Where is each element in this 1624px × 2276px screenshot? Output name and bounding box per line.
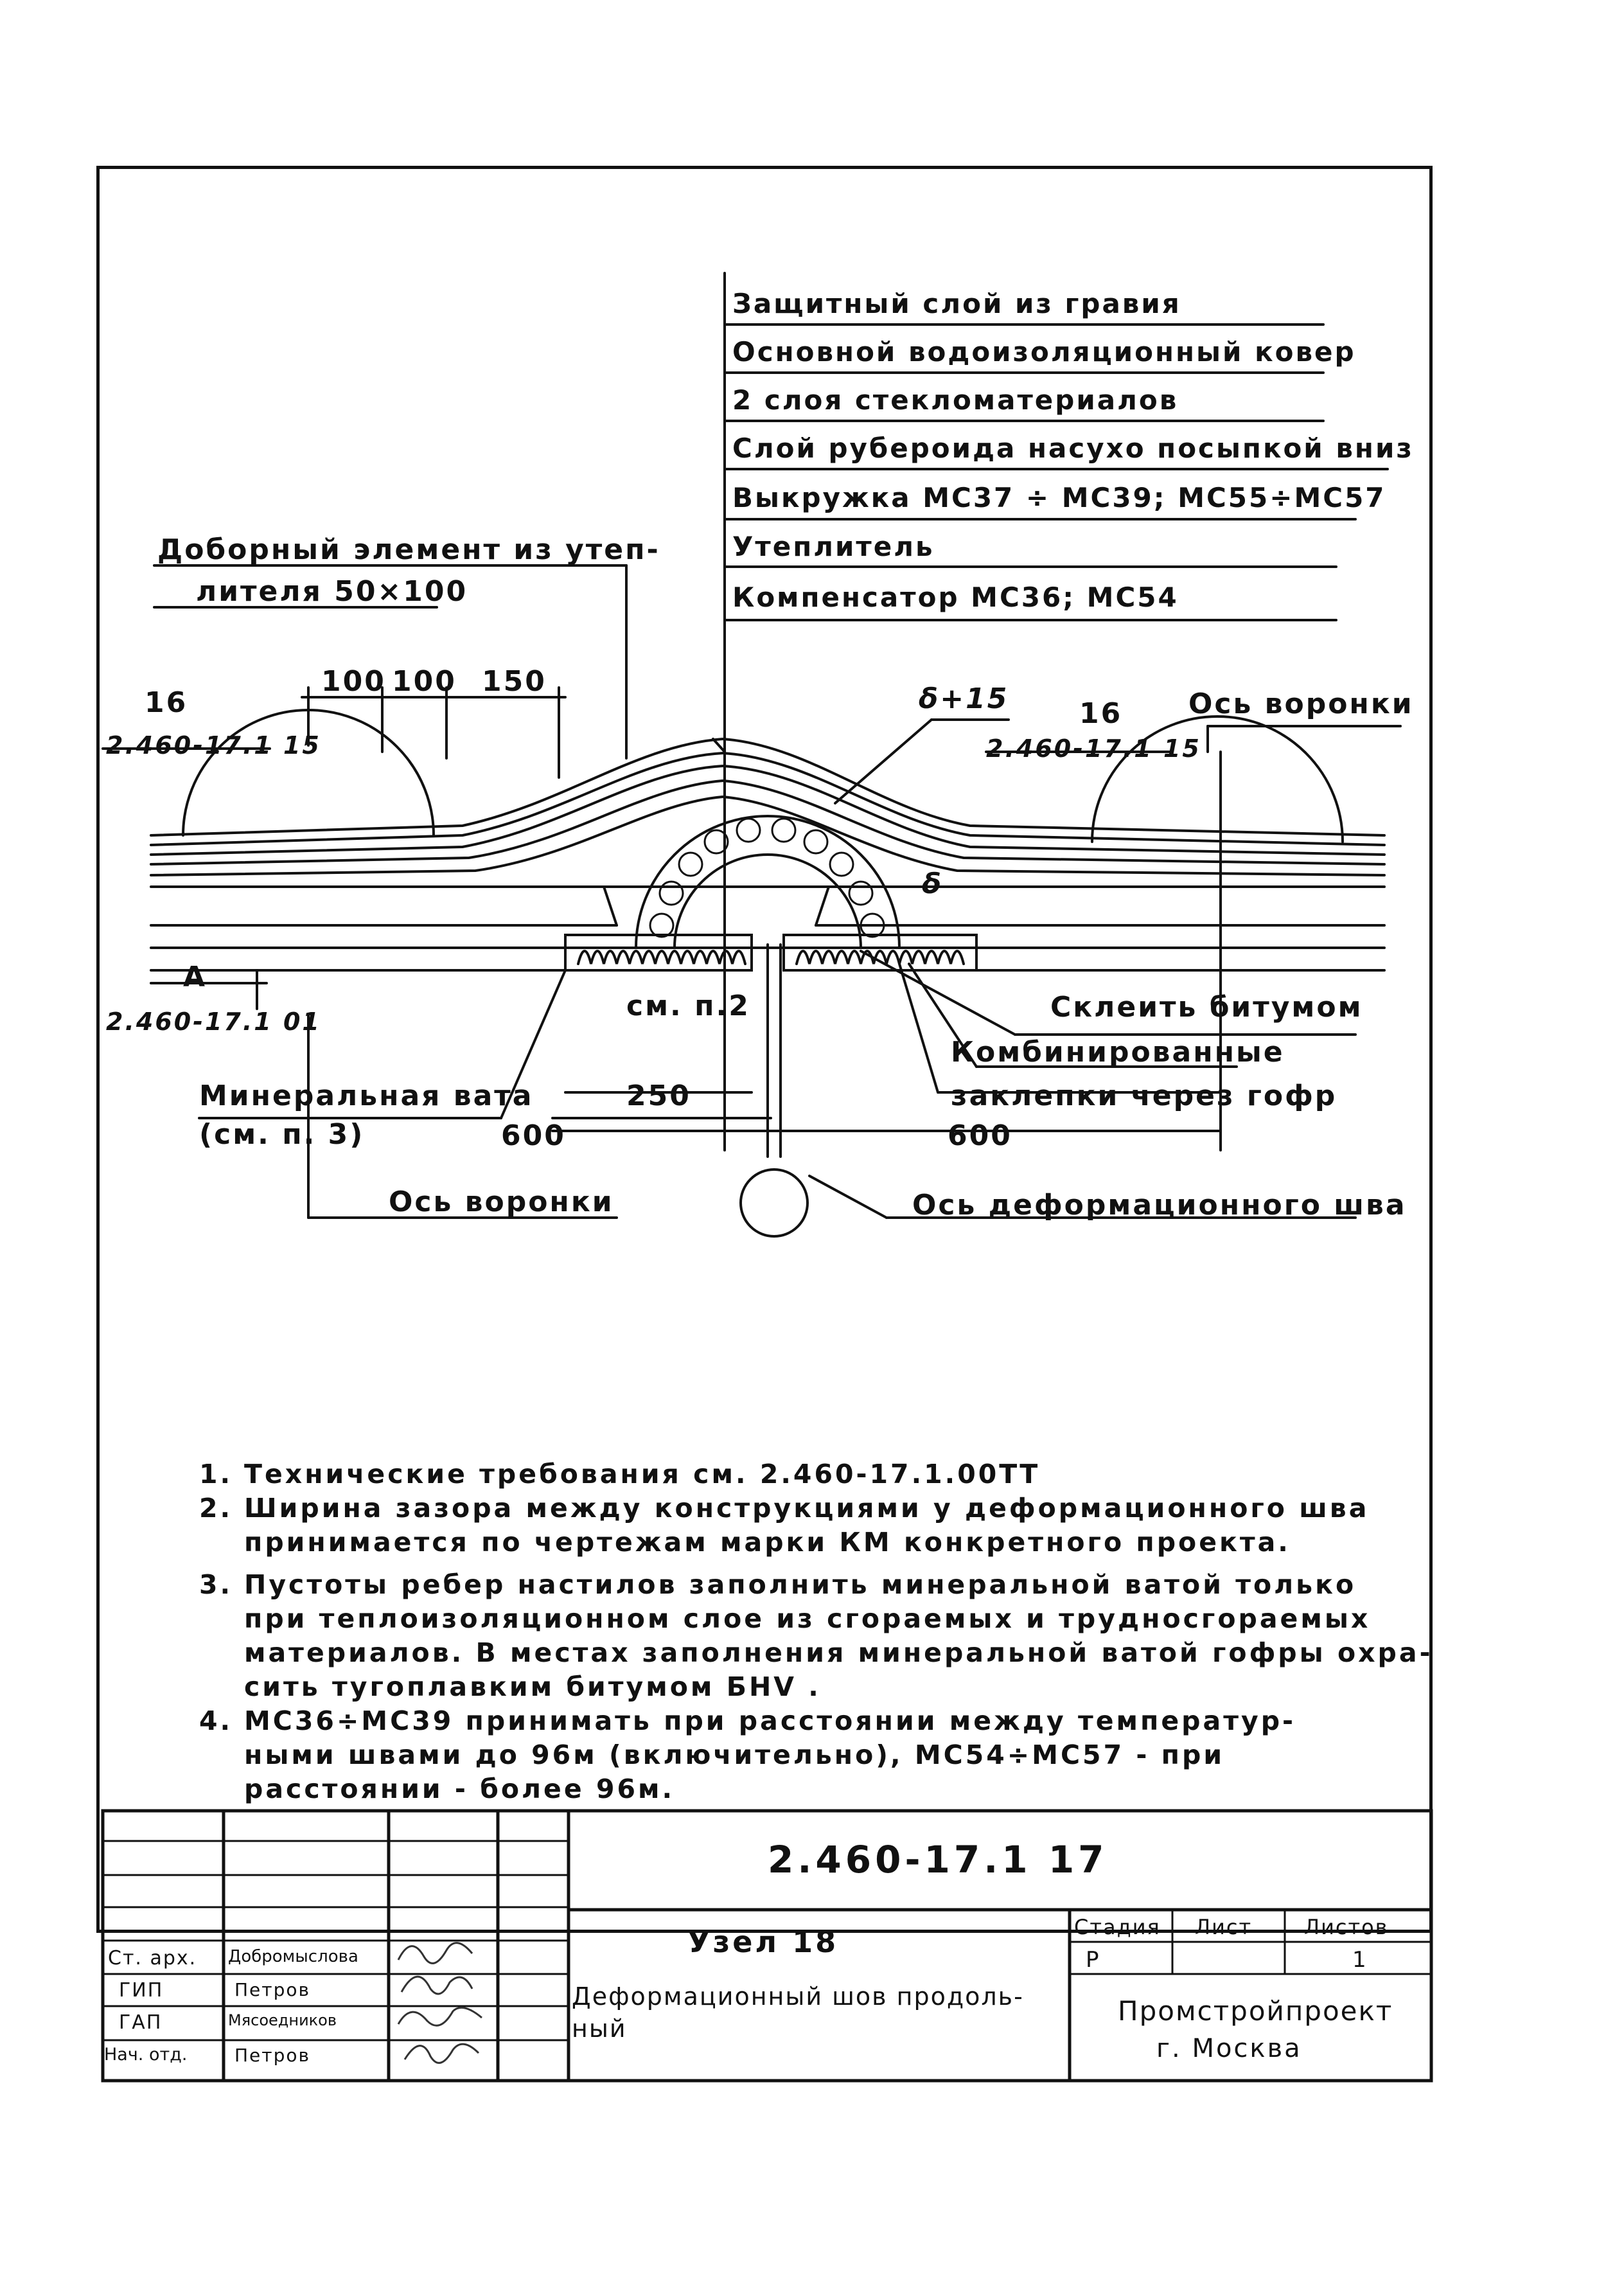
extra-element-label-1: Доборный элемент из утеп- bbox=[157, 533, 660, 566]
signature-4 bbox=[403, 2043, 480, 2064]
note-1-line-1: Технические требования см. 2.460-17.1.00… bbox=[244, 1459, 1041, 1489]
signature-1 bbox=[397, 1942, 473, 1964]
note-3-line-1: Пустоты ребер настилов заполнить минерал… bbox=[244, 1569, 1357, 1600]
layer-label-gravel: Защитный слой из гравия bbox=[732, 288, 1181, 319]
name-senior-architect: Добромыслова bbox=[228, 1947, 358, 1966]
dim-100-a: 100 bbox=[321, 665, 386, 698]
section-a-ref: 2.460-17.1 01 bbox=[106, 1008, 321, 1036]
combined-rivets-label-1: Комбинированные bbox=[951, 1036, 1285, 1069]
glue-bitumen-label: Склеить битумом bbox=[1050, 991, 1363, 1024]
mineral-wool-label-2: (см. п. 3) bbox=[199, 1118, 365, 1151]
roof-layers bbox=[150, 737, 1386, 972]
layer-label-insulation: Утеплитель bbox=[732, 531, 935, 562]
mineral-wool-label-1: Минеральная вата bbox=[199, 1080, 534, 1112]
role-chief-architect: ГАП bbox=[119, 2011, 163, 2034]
section-a-label: А bbox=[183, 961, 207, 993]
note-3-line-4: сить тугоплавким битумом БНV . bbox=[244, 1671, 821, 1702]
top-dimensions bbox=[301, 686, 567, 779]
note-4-line-3: расстоянии - более 96м. bbox=[244, 1774, 675, 1804]
document-number: 2.460-17.1 17 bbox=[768, 1838, 1108, 1881]
signature-3 bbox=[397, 2006, 482, 2027]
mark-right-number: 16 bbox=[1079, 697, 1123, 730]
stage-header: Стадия bbox=[1074, 1915, 1161, 1939]
title-line-1: Узел 18 bbox=[687, 1925, 839, 1959]
role-chief-engineer: ГИП bbox=[119, 1979, 164, 2002]
note-2-line-1: Ширина зазора между конструкциями у дефо… bbox=[244, 1493, 1370, 1524]
note-3-number: 3. bbox=[199, 1569, 233, 1600]
stage-value: Р bbox=[1086, 1947, 1099, 1973]
joint-axis-label: Ось деформационного шва bbox=[912, 1189, 1407, 1222]
note-4-line-1: МС36÷МС39 принимать при расстоянии между… bbox=[244, 1705, 1296, 1736]
title-line-2: Деформационный шов продоль- bbox=[572, 1982, 1024, 2011]
delta-plus-15: δ+15 bbox=[919, 682, 1009, 715]
mark-right-ref: 2.460-17.1 15 bbox=[986, 734, 1201, 763]
dim-100-b: 100 bbox=[392, 665, 457, 698]
sheets-value: 1 bbox=[1352, 1947, 1366, 1973]
organization-city: г. Москва bbox=[1156, 2034, 1302, 2063]
layer-label-ruberoid: Слой рубероида насухо посыпкой вниз bbox=[732, 432, 1414, 464]
axes bbox=[150, 718, 1357, 1238]
dim-600-left: 600 bbox=[501, 1119, 566, 1152]
mark-left-number: 16 bbox=[145, 686, 188, 719]
extra-element-label-2: лителя 50×100 bbox=[196, 575, 468, 608]
layer-label-waterproof-carpet: Основной водоизоляционный ковер bbox=[732, 336, 1356, 368]
arch-insulation bbox=[649, 817, 885, 938]
compensator-arch bbox=[625, 815, 910, 949]
dim-600-right: 600 bbox=[948, 1119, 1012, 1152]
extra-element-leader bbox=[153, 564, 628, 760]
organization-name: Промстройпроект bbox=[1118, 1995, 1393, 2027]
combined-rivets-label-2: заклепки через гофр bbox=[951, 1080, 1337, 1112]
name-chief-architect: Мясоедников bbox=[228, 2011, 337, 2029]
signature-2 bbox=[400, 1975, 473, 1995]
funnel-axis-top-label: Ось воронки bbox=[1188, 688, 1414, 720]
layer-legend-lines bbox=[712, 272, 1389, 753]
mark-left-ref: 2.460-17.1 15 bbox=[106, 731, 321, 760]
circle-marks bbox=[102, 709, 1402, 843]
note-3-line-3: материалов. В местах заполнения минераль… bbox=[244, 1637, 1433, 1668]
sheet-header: Лист bbox=[1195, 1915, 1253, 1939]
dim-150: 150 bbox=[482, 665, 547, 698]
role-senior-architect: Ст. арх. bbox=[108, 1947, 197, 1969]
name-chief-engineer: Петров bbox=[234, 1979, 310, 2000]
mineral-wool bbox=[564, 934, 978, 972]
drawing-frame bbox=[96, 166, 1433, 1933]
note-3-line-2: при теплоизоляционном слое из сгораемых … bbox=[244, 1603, 1371, 1634]
note-2-number: 2. bbox=[199, 1493, 233, 1524]
role-department-head: Нач. отд. bbox=[104, 2045, 188, 2065]
title-line-3: ный bbox=[572, 2014, 627, 2043]
see-note-2-label: см. п.2 bbox=[626, 990, 750, 1022]
layer-label-glass-materials: 2 слоя стекломатериалов bbox=[732, 384, 1179, 416]
dim-250: 250 bbox=[626, 1080, 691, 1112]
name-department-head: Петров bbox=[234, 2045, 310, 2066]
note-4-line-2: ными швами до 96м (включительно), МС54÷М… bbox=[244, 1739, 1225, 1770]
delta-label: δ bbox=[922, 867, 944, 900]
sheets-header: Листов bbox=[1304, 1915, 1389, 1939]
layer-label-fillet: Выкружка МС37 ÷ МС39; МС55÷МС57 bbox=[732, 482, 1386, 513]
note-4-number: 4. bbox=[199, 1705, 233, 1736]
funnel-axis-bottom-label: Ось воронки bbox=[389, 1186, 614, 1218]
layer-label-compensator: Компенсатор МС36; МС54 bbox=[732, 582, 1179, 613]
note-1-number: 1. bbox=[199, 1459, 233, 1489]
note-2-line-2: принимается по чертежам марки КМ конкрет… bbox=[244, 1527, 1291, 1558]
